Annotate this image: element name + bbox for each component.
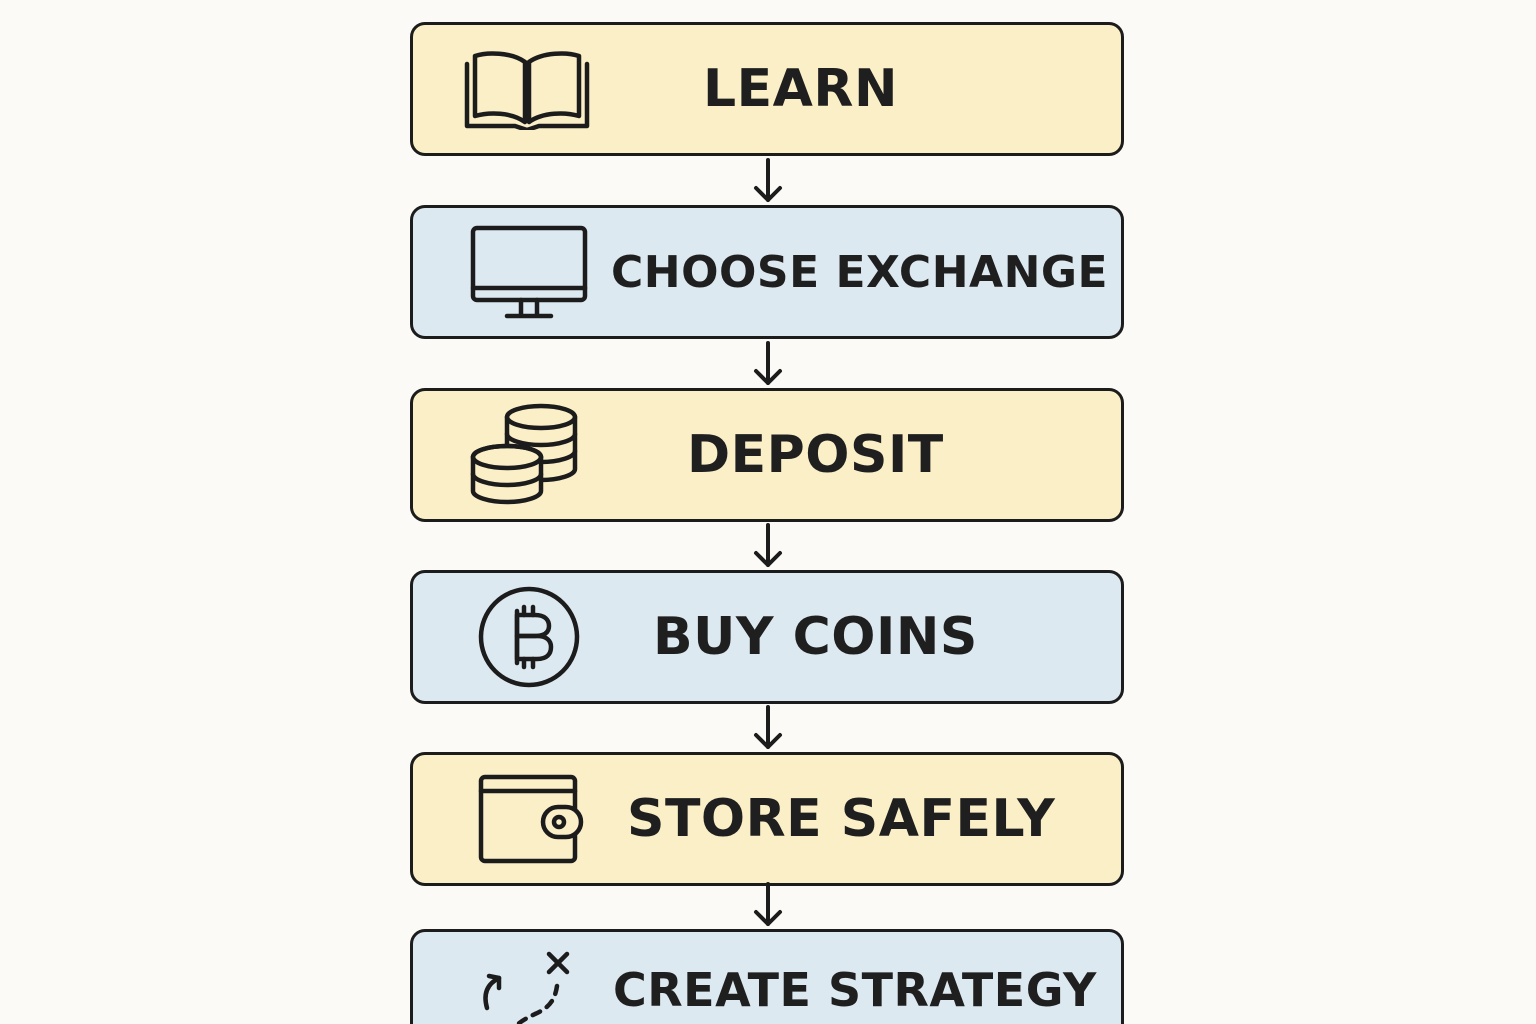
- step-label: STORE SAFELY: [627, 789, 1056, 849]
- step-learn: LEARN: [410, 22, 1124, 156]
- arrow-down-icon: [752, 705, 784, 753]
- step-label: LEARN: [703, 59, 898, 119]
- arrow-down-icon: [752, 158, 784, 206]
- step-buy-coins: BUY COINS: [410, 570, 1124, 704]
- arrow-down-icon: [752, 882, 784, 930]
- step-label: BUY COINS: [653, 607, 978, 667]
- arrow-down-icon: [752, 341, 784, 389]
- book-icon: [463, 48, 591, 130]
- step-create-strategy: CREATE STRATEGY: [410, 929, 1124, 1024]
- step-label: CHOOSE EXCHANGE: [611, 246, 1109, 298]
- wallet-icon: [477, 773, 585, 865]
- strategy-path-icon: [477, 948, 585, 1024]
- monitor-icon: [469, 224, 589, 320]
- step-store-safely: STORE SAFELY: [410, 752, 1124, 886]
- step-label: CREATE STRATEGY: [613, 963, 1097, 1017]
- step-choose-exchange: CHOOSE EXCHANGE: [410, 205, 1124, 339]
- step-deposit: DEPOSIT: [410, 388, 1124, 522]
- step-label: DEPOSIT: [687, 425, 944, 485]
- bitcoin-icon: [477, 585, 581, 689]
- coins-icon: [469, 403, 581, 507]
- arrow-down-icon: [752, 523, 784, 571]
